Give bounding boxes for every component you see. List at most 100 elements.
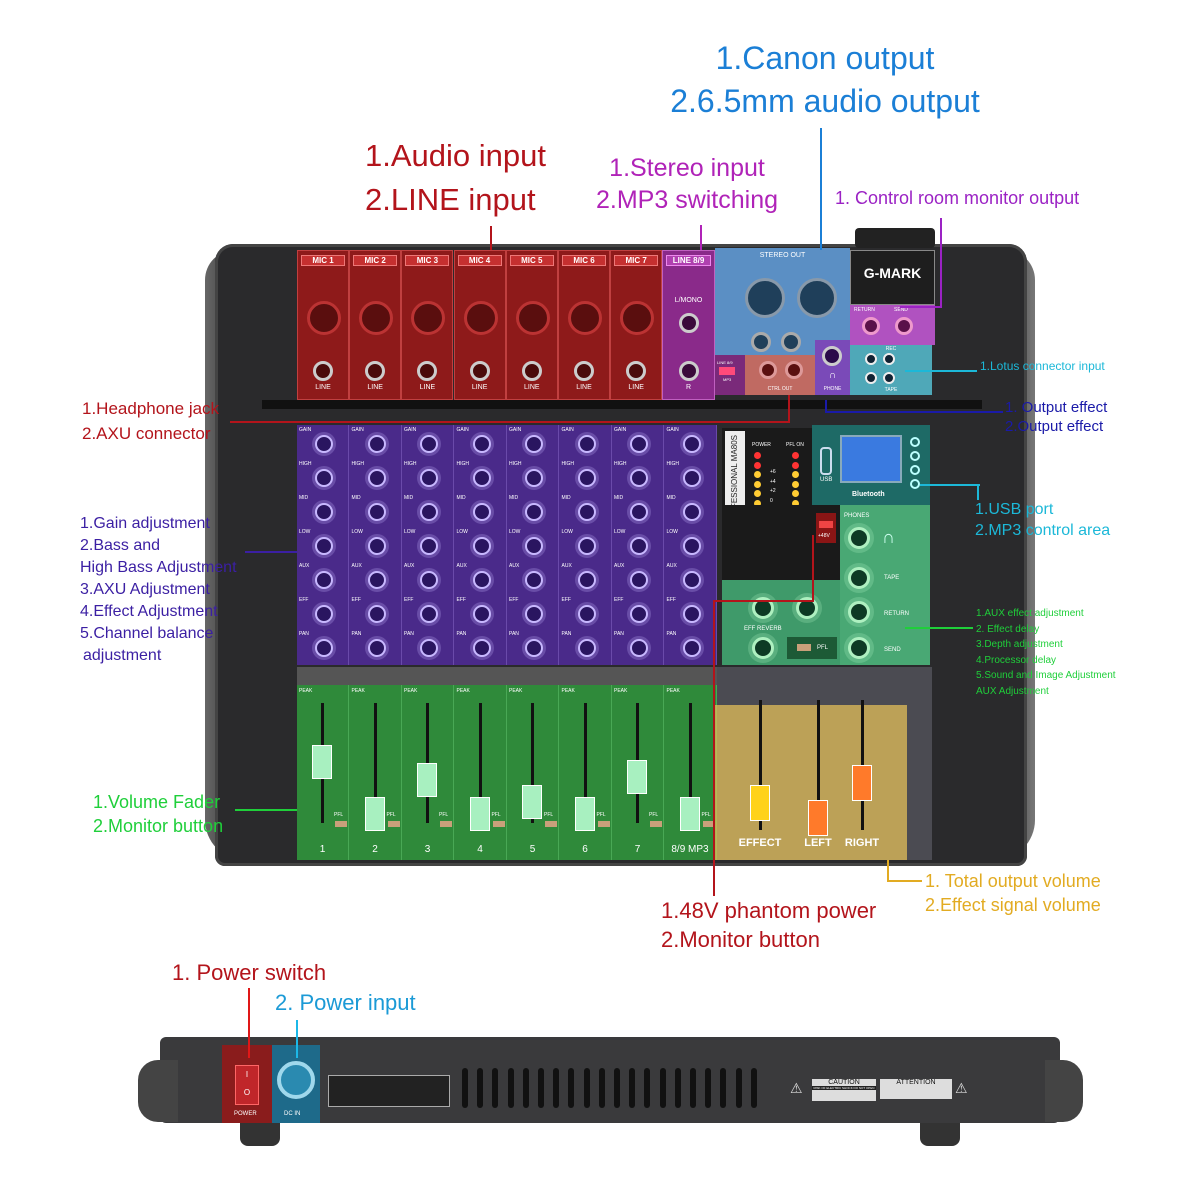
volume-fader[interactable]: [627, 760, 647, 794]
pfl-button[interactable]: [597, 821, 610, 827]
knob-low[interactable]: [472, 537, 491, 555]
pfl-button[interactable]: [650, 821, 662, 827]
mp3-switch[interactable]: [719, 367, 735, 375]
knob-mid[interactable]: [315, 503, 333, 521]
knob-pan[interactable]: [577, 639, 596, 657]
knob-eff[interactable]: [630, 605, 648, 623]
knob-high[interactable]: [367, 469, 386, 487]
knob-gain[interactable]: [420, 435, 438, 453]
knob-aux[interactable]: [420, 571, 438, 589]
pfl-button[interactable]: [335, 821, 347, 827]
pfl-button[interactable]: [492, 821, 505, 827]
pfl-button[interactable]: [440, 821, 452, 827]
xlr-input-jack[interactable]: [359, 301, 394, 335]
knob-low[interactable]: [367, 537, 386, 555]
rca-tape-l[interactable]: [865, 372, 877, 384]
eff-depth-knob[interactable]: [796, 597, 818, 619]
knob-aux[interactable]: [682, 571, 701, 589]
ctrl-out-right-jack[interactable]: [785, 361, 803, 379]
knob-eff[interactable]: [367, 605, 386, 623]
xlr-input-jack[interactable]: [568, 301, 602, 335]
volume-fader[interactable]: [522, 785, 542, 819]
knob-pan[interactable]: [420, 639, 438, 657]
rca-tape-r[interactable]: [883, 372, 895, 384]
knob-low[interactable]: [577, 537, 596, 555]
knob-pan[interactable]: [630, 639, 648, 657]
knob-eff[interactable]: [420, 605, 438, 623]
usb-port[interactable]: [820, 447, 832, 475]
knob-eff[interactable]: [525, 605, 543, 623]
line-input-jack[interactable]: [626, 361, 647, 381]
knob-low[interactable]: [420, 537, 438, 555]
pfl-button[interactable]: [702, 821, 715, 827]
knob-aux[interactable]: [630, 571, 648, 589]
knob-aux[interactable]: [315, 571, 333, 589]
mp3-prev-button[interactable]: [910, 451, 920, 461]
phones-volume-knob[interactable]: [848, 527, 870, 549]
xlr-out-right[interactable]: [797, 278, 837, 318]
master-pfl-button[interactable]: [797, 644, 811, 651]
phantom-switch[interactable]: [819, 521, 833, 528]
line-input-jack[interactable]: [365, 361, 386, 381]
knob-gain[interactable]: [577, 435, 596, 453]
xlr-input-jack[interactable]: [620, 301, 655, 335]
line-r-jack[interactable]: [679, 361, 699, 381]
knob-eff[interactable]: [472, 605, 491, 623]
knob-mid[interactable]: [682, 503, 701, 521]
knob-aux[interactable]: [577, 571, 596, 589]
line-input-jack[interactable]: [574, 361, 594, 381]
knob-pan[interactable]: [367, 639, 386, 657]
rca-rec-l[interactable]: [865, 353, 877, 365]
mp3-play-button[interactable]: [910, 479, 920, 489]
knob-low[interactable]: [525, 537, 543, 555]
pfl-button[interactable]: [387, 821, 400, 827]
line-input-jack[interactable]: [469, 361, 490, 381]
master-fader-right[interactable]: [852, 765, 872, 801]
knob-gain[interactable]: [315, 435, 333, 453]
return-knob[interactable]: [848, 601, 870, 623]
knob-aux[interactable]: [525, 571, 543, 589]
knob-high[interactable]: [577, 469, 596, 487]
knob-mid[interactable]: [577, 503, 596, 521]
knob-high[interactable]: [315, 469, 333, 487]
xlr-out-left[interactable]: [745, 278, 785, 318]
knob-high[interactable]: [525, 469, 543, 487]
knob-high[interactable]: [682, 469, 701, 487]
master-fader-effect[interactable]: [750, 785, 770, 821]
line-input-jack[interactable]: [521, 361, 542, 381]
dc-in-connector[interactable]: [277, 1061, 315, 1099]
line-input-jack[interactable]: [417, 361, 438, 381]
volume-fader[interactable]: [417, 763, 437, 797]
eff-reverb-knob[interactable]: [752, 637, 774, 659]
send-knob[interactable]: [848, 637, 870, 659]
mp3-next-button[interactable]: [910, 465, 920, 475]
volume-fader[interactable]: [312, 745, 332, 779]
knob-gain[interactable]: [525, 435, 543, 453]
pfl-button[interactable]: [545, 821, 557, 827]
knob-low[interactable]: [315, 537, 333, 555]
tape-knob[interactable]: [848, 567, 870, 589]
xlr-input-jack[interactable]: [463, 301, 498, 335]
jack-out-left[interactable]: [751, 332, 771, 352]
knob-mid[interactable]: [420, 503, 438, 521]
volume-fader[interactable]: [679, 797, 700, 831]
knob-low[interactable]: [682, 537, 701, 555]
knob-eff[interactable]: [682, 605, 701, 623]
master-fader-left[interactable]: [808, 800, 828, 836]
xlr-input-jack[interactable]: [411, 301, 446, 335]
ctrl-out-left-jack[interactable]: [759, 361, 777, 379]
knob-mid[interactable]: [630, 503, 648, 521]
knob-mid[interactable]: [367, 503, 386, 521]
return-jack[interactable]: [862, 317, 880, 335]
knob-pan[interactable]: [682, 639, 701, 657]
knob-gain[interactable]: [682, 435, 701, 453]
eff-delay-knob[interactable]: [752, 597, 774, 619]
xlr-input-jack[interactable]: [515, 301, 550, 335]
knob-high[interactable]: [420, 469, 438, 487]
knob-eff[interactable]: [577, 605, 596, 623]
xlr-input-jack[interactable]: [307, 301, 341, 335]
rca-rec-r[interactable]: [883, 353, 895, 365]
knob-mid[interactable]: [525, 503, 543, 521]
knob-high[interactable]: [630, 469, 648, 487]
